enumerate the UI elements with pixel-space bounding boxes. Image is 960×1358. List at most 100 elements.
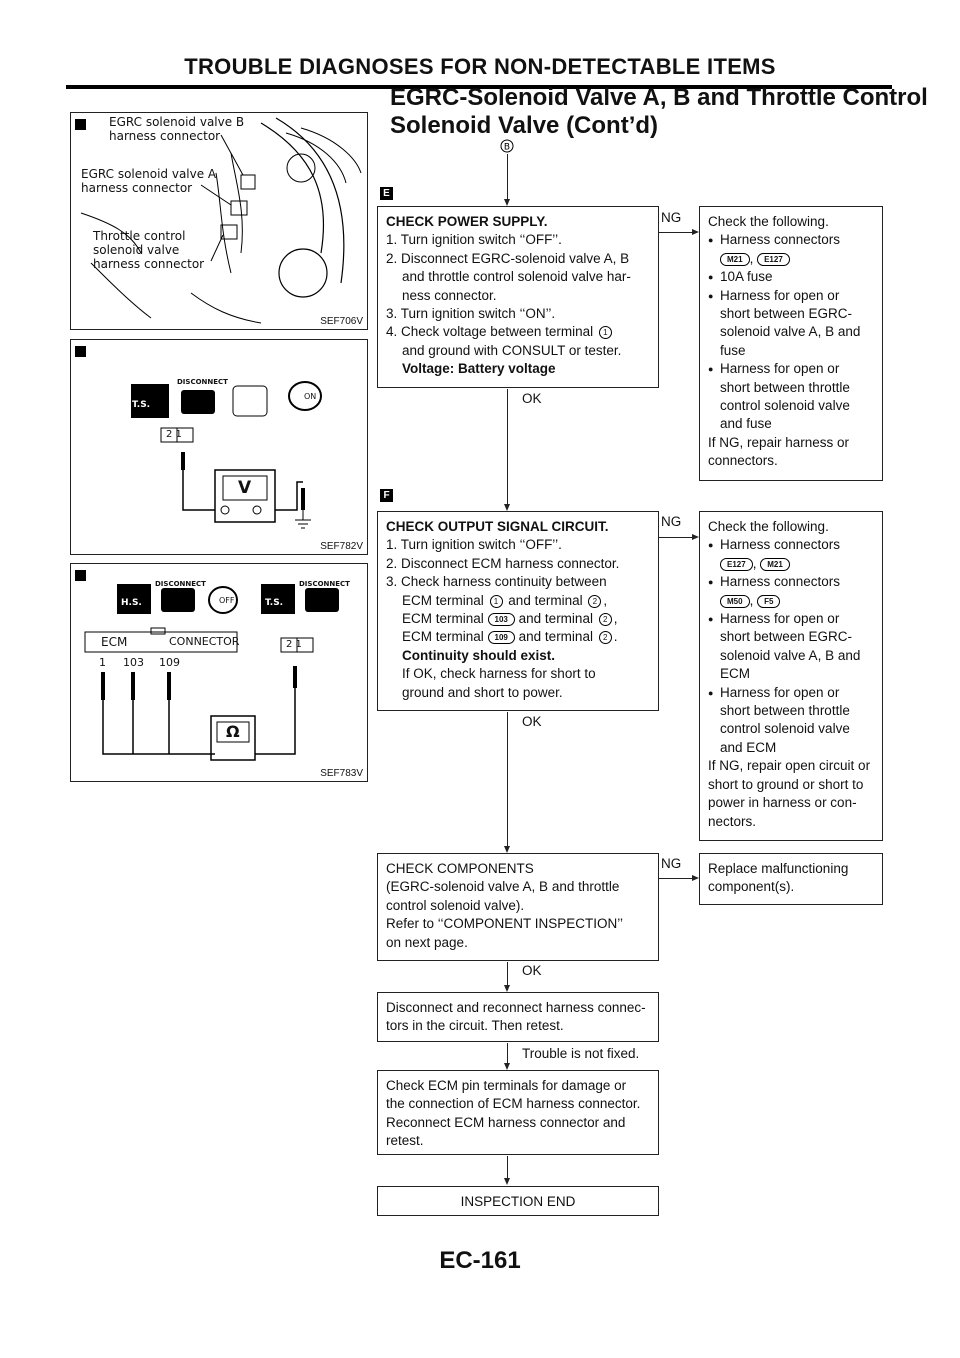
connector-badge: M21 bbox=[760, 557, 790, 571]
step-line: and throttle control solenoid valve har- bbox=[402, 269, 631, 285]
connector-badge: E127 bbox=[757, 252, 790, 266]
step-line: on next page. bbox=[386, 934, 468, 950]
flow-arrow-icon bbox=[504, 985, 510, 992]
ng-box-output: Check the following. Harness connectors … bbox=[699, 511, 883, 841]
ng-item-cont: fuse bbox=[720, 342, 746, 358]
voltmeter-icon: V bbox=[238, 478, 252, 498]
flow-line bbox=[659, 537, 693, 538]
step-line: (EGRC-solenoid valve A, B and throttle bbox=[386, 879, 620, 895]
ng-item: Harness for open or bbox=[708, 360, 874, 379]
flow-arrow-icon bbox=[692, 534, 699, 540]
ng-item-cont: short between throttle bbox=[720, 703, 850, 719]
step-line: the connection of ECM harness connector. bbox=[386, 1096, 641, 1112]
ng-box-components: Replace malfunctioning component(s). bbox=[699, 853, 883, 905]
result-label: Trouble is not fixed. bbox=[522, 1046, 640, 1061]
step-line: 2. Disconnect ECM harness connector. bbox=[386, 555, 620, 571]
voltage-circuit-diagram bbox=[75, 346, 322, 529]
ng-item-cont: control solenoid valve bbox=[720, 398, 850, 414]
step-line: tors in the circuit. Then retest. bbox=[386, 1018, 564, 1034]
step-title: CHECK OUTPUT SIGNAL CIRCUIT. bbox=[386, 519, 609, 534]
ng-item-cont: and ECM bbox=[720, 739, 777, 755]
ng-tail: short to ground or short to bbox=[708, 776, 864, 792]
ng-item-cont: short between EGRC- bbox=[720, 629, 853, 645]
step-line: Reconnect ECM harness connector and bbox=[386, 1114, 626, 1130]
ng-box-power: Check the following. Harness connectors … bbox=[699, 206, 883, 481]
step-line: If OK, check harness for short to bbox=[402, 666, 596, 682]
ng-line: Replace malfunctioning bbox=[708, 861, 849, 876]
ng-item-cont: short between throttle bbox=[720, 379, 850, 395]
terminal-pin: 2 bbox=[598, 631, 612, 645]
connector-badge: E127 bbox=[720, 557, 753, 571]
flow-line bbox=[659, 232, 693, 233]
flow-arrow-icon bbox=[504, 199, 510, 206]
flow-arrow-icon bbox=[504, 846, 510, 853]
step-line: and ground with CONSULT or tester. bbox=[402, 342, 622, 358]
step-line: retest. bbox=[386, 1133, 424, 1149]
header-rule bbox=[66, 85, 892, 89]
connector-label: CONNECTOR bbox=[169, 635, 240, 648]
step-line: 3. Check harness continuity between bbox=[386, 574, 607, 590]
end-label: INSPECTION END bbox=[460, 1194, 576, 1209]
ok-label: OK bbox=[522, 714, 542, 729]
label-throttle-control: Throttle control bbox=[93, 229, 186, 243]
ng-item-cont: ECM bbox=[720, 666, 750, 682]
step-line: Refer to ‘‘COMPONENT INSPECTION’’ bbox=[386, 916, 624, 932]
terminal-103-label: 103 bbox=[123, 656, 144, 669]
page-title: EGRC-Solenoid Valve A, B and Throttle Co… bbox=[390, 84, 928, 140]
ng-tail: If NG, repair open circuit or bbox=[708, 758, 871, 774]
terminal-pin: 2 bbox=[588, 594, 602, 608]
ts-icon-label: T.S. bbox=[265, 598, 284, 608]
flow-arrow-icon bbox=[504, 1178, 510, 1185]
figure-code: SEF783V bbox=[320, 768, 363, 779]
step-title: CHECK POWER SUPPLY. bbox=[386, 214, 548, 229]
svg-text:B: B bbox=[504, 143, 510, 153]
connector-pins-label: 2 1 bbox=[286, 639, 302, 650]
ng-tail: connectors. bbox=[708, 453, 778, 469]
ng-head: Check the following. bbox=[708, 214, 829, 229]
page-number: EC-161 bbox=[439, 1247, 521, 1274]
flow-line bbox=[507, 712, 508, 847]
ng-item-cont: short between EGRC- bbox=[720, 306, 853, 322]
ng-item: Harness connectors bbox=[708, 536, 874, 555]
flow-arrow-icon bbox=[692, 875, 699, 881]
flow-line bbox=[507, 389, 508, 505]
label-valve-b-connector: harness connector bbox=[109, 129, 221, 143]
step-output-signal: CHECK OUTPUT SIGNAL CIRCUIT. 1. Turn ign… bbox=[377, 511, 659, 711]
ng-label: NG bbox=[661, 210, 682, 225]
disconnect-label: DISCONNECT bbox=[299, 580, 350, 588]
step-line: control solenoid valve). bbox=[386, 897, 525, 913]
step-line: 3. Turn ignition switch ‘‘ON’’. bbox=[386, 306, 556, 322]
flow-line bbox=[507, 962, 508, 987]
figure-code: SEF782V bbox=[320, 541, 363, 552]
spec-text: Continuity should exist. bbox=[402, 647, 556, 663]
page-title-line1: EGRC-Solenoid Valve A, B and Throttle Co… bbox=[390, 84, 928, 111]
step-line: 1. Turn ignition switch ‘‘OFF’’. bbox=[386, 232, 562, 248]
step-power-supply: CHECK POWER SUPPLY. 1. Turn ignition swi… bbox=[377, 206, 659, 388]
page-title-line2: Solenoid Valve (Cont’d) bbox=[390, 112, 659, 139]
label-valve-b: EGRC solenoid valve B bbox=[109, 115, 245, 129]
connector-badge: F5 bbox=[757, 594, 781, 608]
ng-label: NG bbox=[661, 514, 682, 529]
ng-tail: If NG, repair harness or bbox=[708, 434, 850, 450]
ng-item-cont: and fuse bbox=[720, 416, 772, 432]
terminal-109-label: 109 bbox=[159, 656, 180, 669]
ng-item: Harness connectors bbox=[708, 573, 874, 592]
step-reconnect: Disconnect and reconnect harness connec-… bbox=[377, 992, 659, 1042]
flow-line bbox=[507, 1043, 508, 1064]
figure-continuity-check: H.S. T.S. DISCONNECT DISCONNECT OFF ECM … bbox=[70, 563, 368, 782]
terminal-1-label: 1 bbox=[99, 656, 106, 669]
step-line: CHECK COMPONENTS bbox=[386, 861, 534, 876]
terminal-pin: 1 bbox=[489, 594, 503, 608]
step-line: 2. Disconnect EGRC-solenoid valve A, B bbox=[386, 250, 630, 266]
step-line: Disconnect and reconnect harness connec- bbox=[386, 1000, 646, 1015]
start-marker-icon: B bbox=[500, 139, 514, 153]
connector-refs: M50, F5 bbox=[708, 592, 874, 610]
ng-tail: nectors. bbox=[708, 813, 757, 829]
connector-badge: M21 bbox=[720, 252, 750, 266]
continuity-circuit-diagram bbox=[75, 570, 339, 761]
connector-badge: M50 bbox=[720, 594, 750, 608]
inspection-end: INSPECTION END bbox=[377, 1186, 659, 1216]
figure-code: SEF706V bbox=[320, 316, 363, 327]
flow-arrow-icon bbox=[692, 229, 699, 235]
figure-connector-locations: EGRC solenoid valve B harness connector … bbox=[70, 112, 368, 330]
